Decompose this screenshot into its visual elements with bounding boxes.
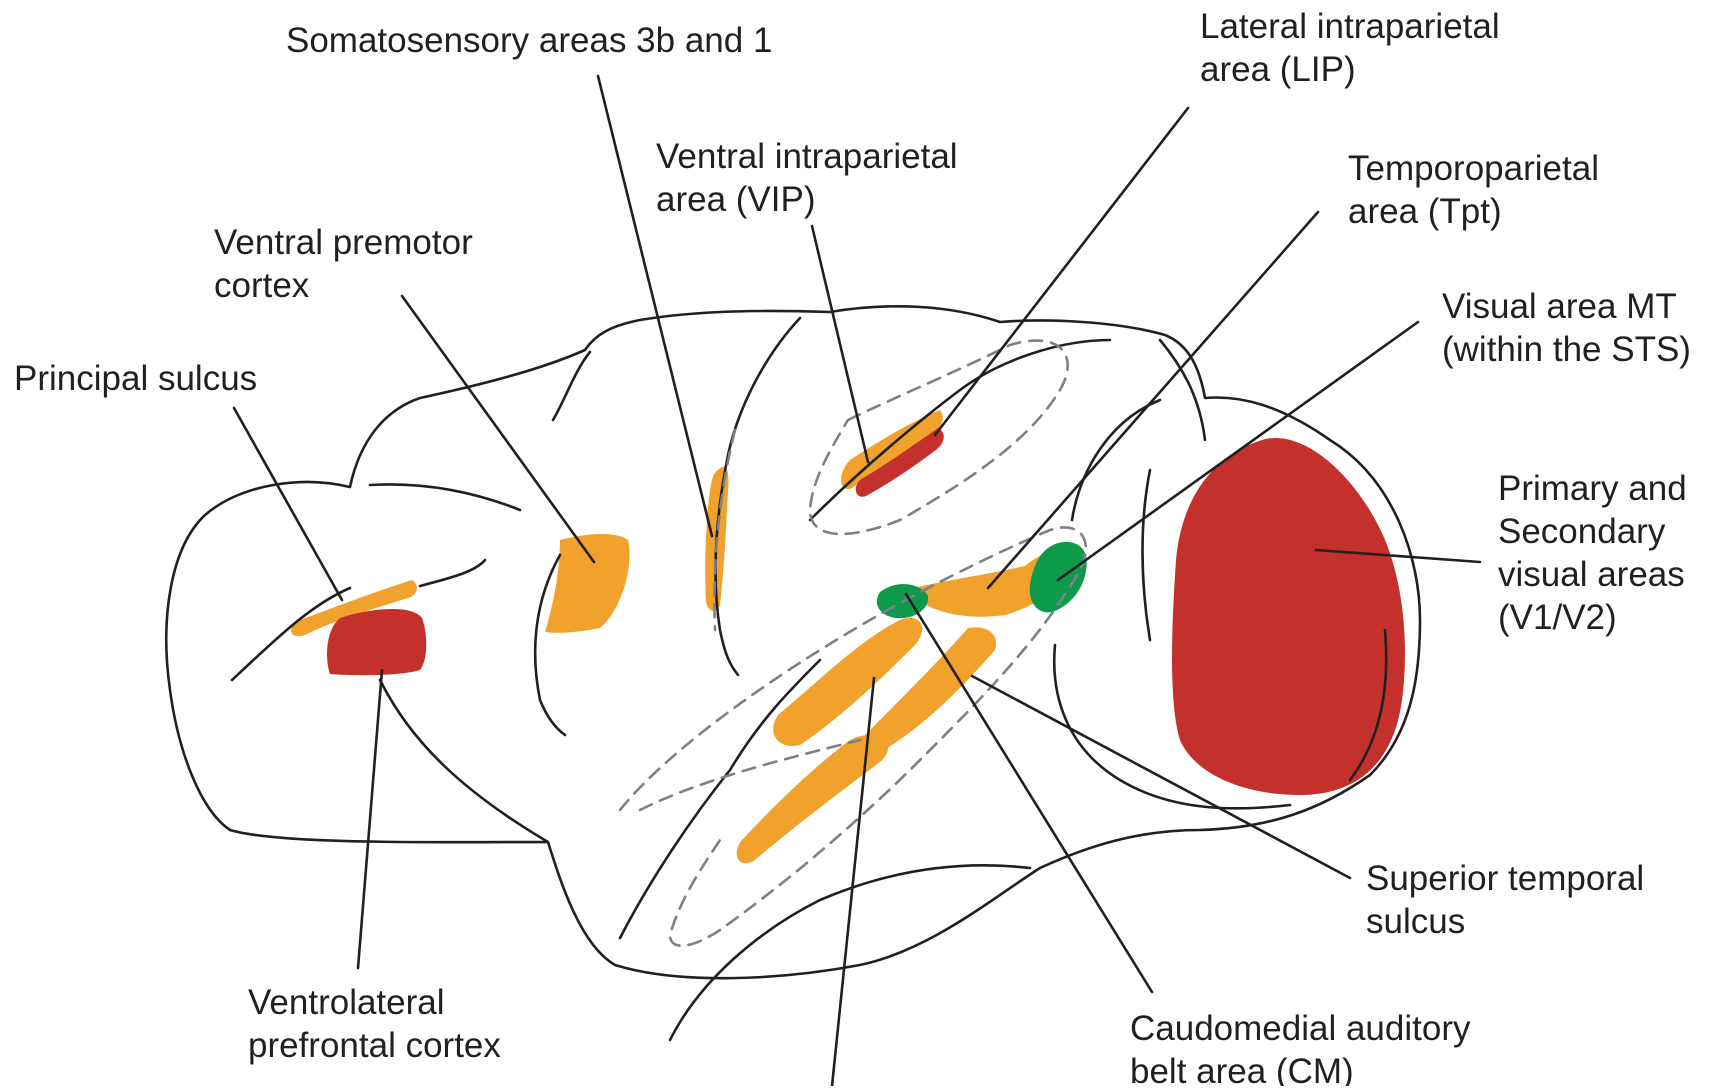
label-vlpfc: Ventrolateral prefrontal cortex (248, 983, 501, 1065)
ventral-premotor-region (545, 534, 630, 633)
frontal-sulcus-b (420, 560, 485, 586)
lateral-sulcus-lower (380, 680, 548, 842)
label-cm: Caudomedial auditory belt area (CM) (1130, 1009, 1480, 1086)
label-tpt: Temporoparietal area (Tpt) (1348, 149, 1609, 231)
leader-principal-sulcus (234, 408, 342, 600)
arcuate-sulcus-b (553, 352, 590, 420)
label-ventral-premotor: Ventral premotor cortex (214, 223, 482, 305)
label-vip: Ventral intraparietal area (VIP) (656, 137, 967, 219)
ips-line (1072, 400, 1160, 520)
mt-region (1030, 542, 1087, 612)
colored-regions (291, 410, 1405, 863)
leader-vip (812, 226, 868, 462)
label-v1v2: Primary and Secondary visual areas (V1/V… (1498, 469, 1696, 637)
vlpfc-region (327, 609, 426, 675)
dashed-outlines (620, 341, 1086, 946)
leader-vlpfc (358, 670, 382, 968)
v1v2-region (1172, 438, 1405, 795)
leader-ventral-premotor (402, 296, 594, 562)
parietal-occipital-line-a (810, 340, 1110, 520)
label-sts: Superior temporal sulcus (1366, 859, 1654, 941)
temporal-lower-line (670, 865, 1030, 1040)
parietal-occipital-line-b (1160, 340, 1205, 440)
labels: Somatosensory areas 3b and 1 Lateral int… (14, 7, 1696, 1086)
central-sulcus (716, 318, 800, 675)
label-lip: Lateral intraparietal area (LIP) (1200, 7, 1509, 89)
label-principal-sulcus: Principal sulcus (14, 359, 257, 398)
arcuate-sulcus-a (370, 484, 520, 510)
label-somatosensory: Somatosensory areas 3b and 1 (286, 21, 772, 60)
label-mt: Visual area MT (within the STS) (1442, 287, 1691, 369)
occipital-inner-a (1143, 470, 1151, 640)
